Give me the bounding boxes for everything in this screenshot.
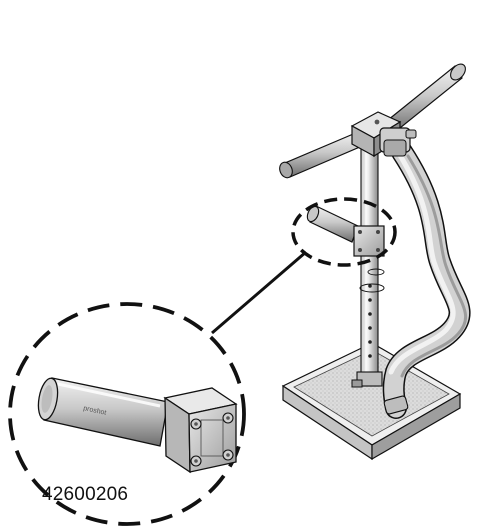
- side-handle-detail: proshot: [37, 377, 238, 474]
- leader-line: [211, 250, 307, 335]
- base-plate: [281, 342, 462, 461]
- part-number-label: 42600206: [42, 484, 129, 505]
- side-handle-installed: [306, 205, 385, 257]
- part-stamp: proshot: [83, 405, 107, 417]
- detail-circle: [8, 302, 246, 526]
- flex-hose: [382, 141, 471, 419]
- highlight-ellipse: [291, 197, 397, 267]
- top-handle: [279, 63, 466, 179]
- adjustment-holes: [368, 284, 372, 358]
